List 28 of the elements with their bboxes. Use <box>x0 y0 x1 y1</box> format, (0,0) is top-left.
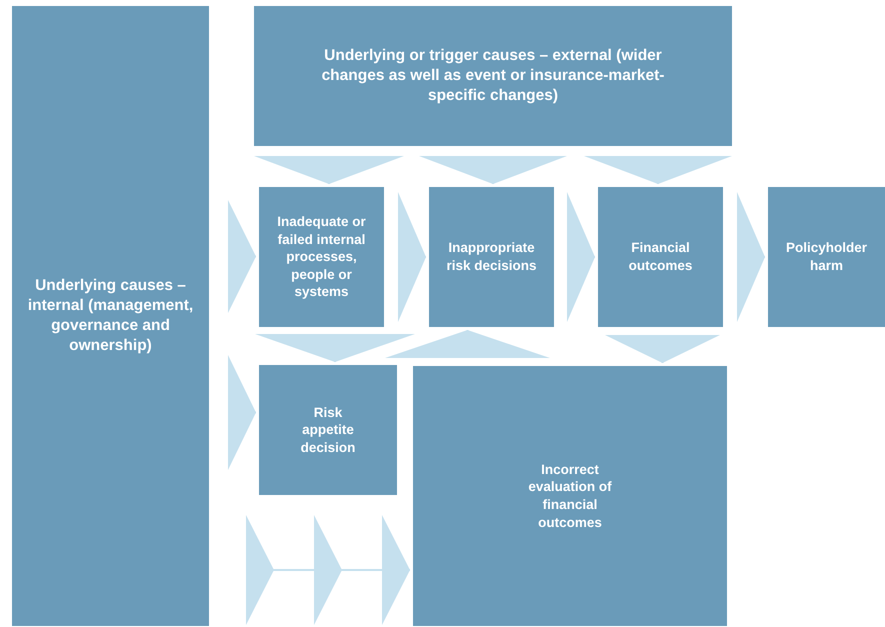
process-box <box>12 6 209 626</box>
chevron-arrow <box>246 515 410 625</box>
chevron-arrow <box>228 200 256 313</box>
chevron-arrow <box>385 330 550 358</box>
process-box <box>259 365 397 495</box>
process-box <box>254 6 732 146</box>
box-label: Incorrect evaluation of financial outcomes <box>527 460 613 532</box>
chevron-arrow <box>737 192 765 322</box>
chevron-arrow <box>605 335 720 363</box>
process-box <box>413 366 727 626</box>
box-label: Inadequate or failed internal processes, people or systems <box>276 213 367 301</box>
chevron-arrow <box>419 156 567 184</box>
chevron-arrow <box>255 334 415 362</box>
box-label: Underlying or trigger causes – external (wider changes as well as event or insurance-market-specific changes) <box>320 46 666 106</box>
process-box <box>429 187 554 327</box>
box-label: Financial outcomes <box>628 239 694 275</box>
chevron-arrow <box>254 156 404 184</box>
chevron-arrow <box>228 355 256 470</box>
process-box <box>768 187 885 327</box>
box-label: Underlying causes – internal (management, governance and ownership) <box>26 276 194 356</box>
chevron-arrow <box>398 192 426 322</box>
chevron-arrow <box>567 192 595 322</box>
box-label: Inappropriate risk decisions <box>445 239 538 275</box>
box-label: Risk appetite decision <box>300 404 356 456</box>
process-box <box>598 187 723 327</box>
box-label: Policyholder harm <box>784 239 868 275</box>
chevron-arrow <box>584 156 732 184</box>
process-box <box>259 187 384 327</box>
